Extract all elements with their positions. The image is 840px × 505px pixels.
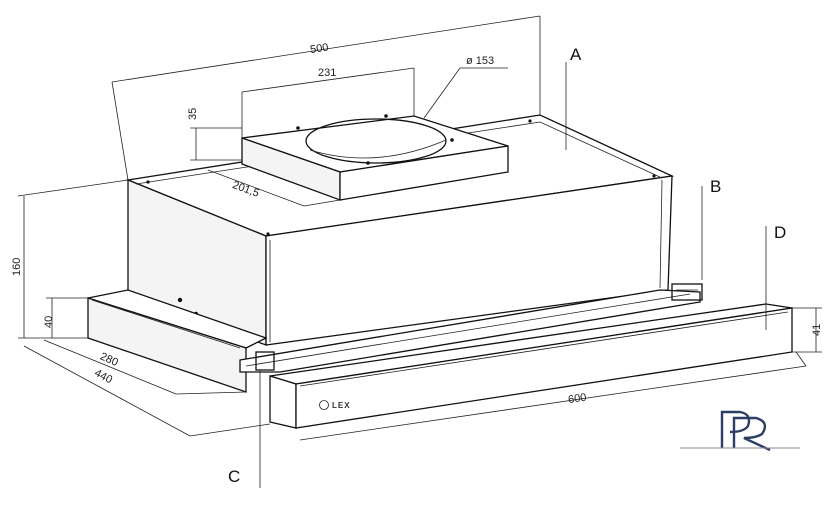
dim-width-total: 500	[309, 42, 329, 56]
brand-logo: LEX	[319, 400, 351, 410]
dim-depth-open: 440	[92, 367, 114, 386]
dim-duct-diameter: ø 153	[466, 55, 494, 67]
callout-d: D	[774, 223, 786, 242]
duct-flange	[241, 114, 509, 201]
dim-duct-flange-width: 231	[318, 67, 336, 79]
callout-a: A	[570, 45, 582, 64]
dim-depth-closed: 280	[98, 351, 120, 369]
callout-b: B	[710, 177, 721, 196]
dim-height: 160	[11, 258, 23, 276]
brand-name: LEX	[332, 401, 351, 410]
callout-c: C	[228, 467, 240, 486]
dim-flange-height: 35	[187, 108, 199, 120]
dimension-lines	[17, 15, 822, 441]
callout-leaders	[259, 62, 767, 488]
dim-front-width: 600	[567, 392, 587, 406]
dim-front-panel-height: 41	[811, 324, 823, 336]
watermark-monogram	[680, 410, 800, 452]
dim-slider-height: 40	[43, 316, 55, 328]
slide-rails	[239, 283, 703, 373]
bottom-tray	[87, 289, 268, 393]
